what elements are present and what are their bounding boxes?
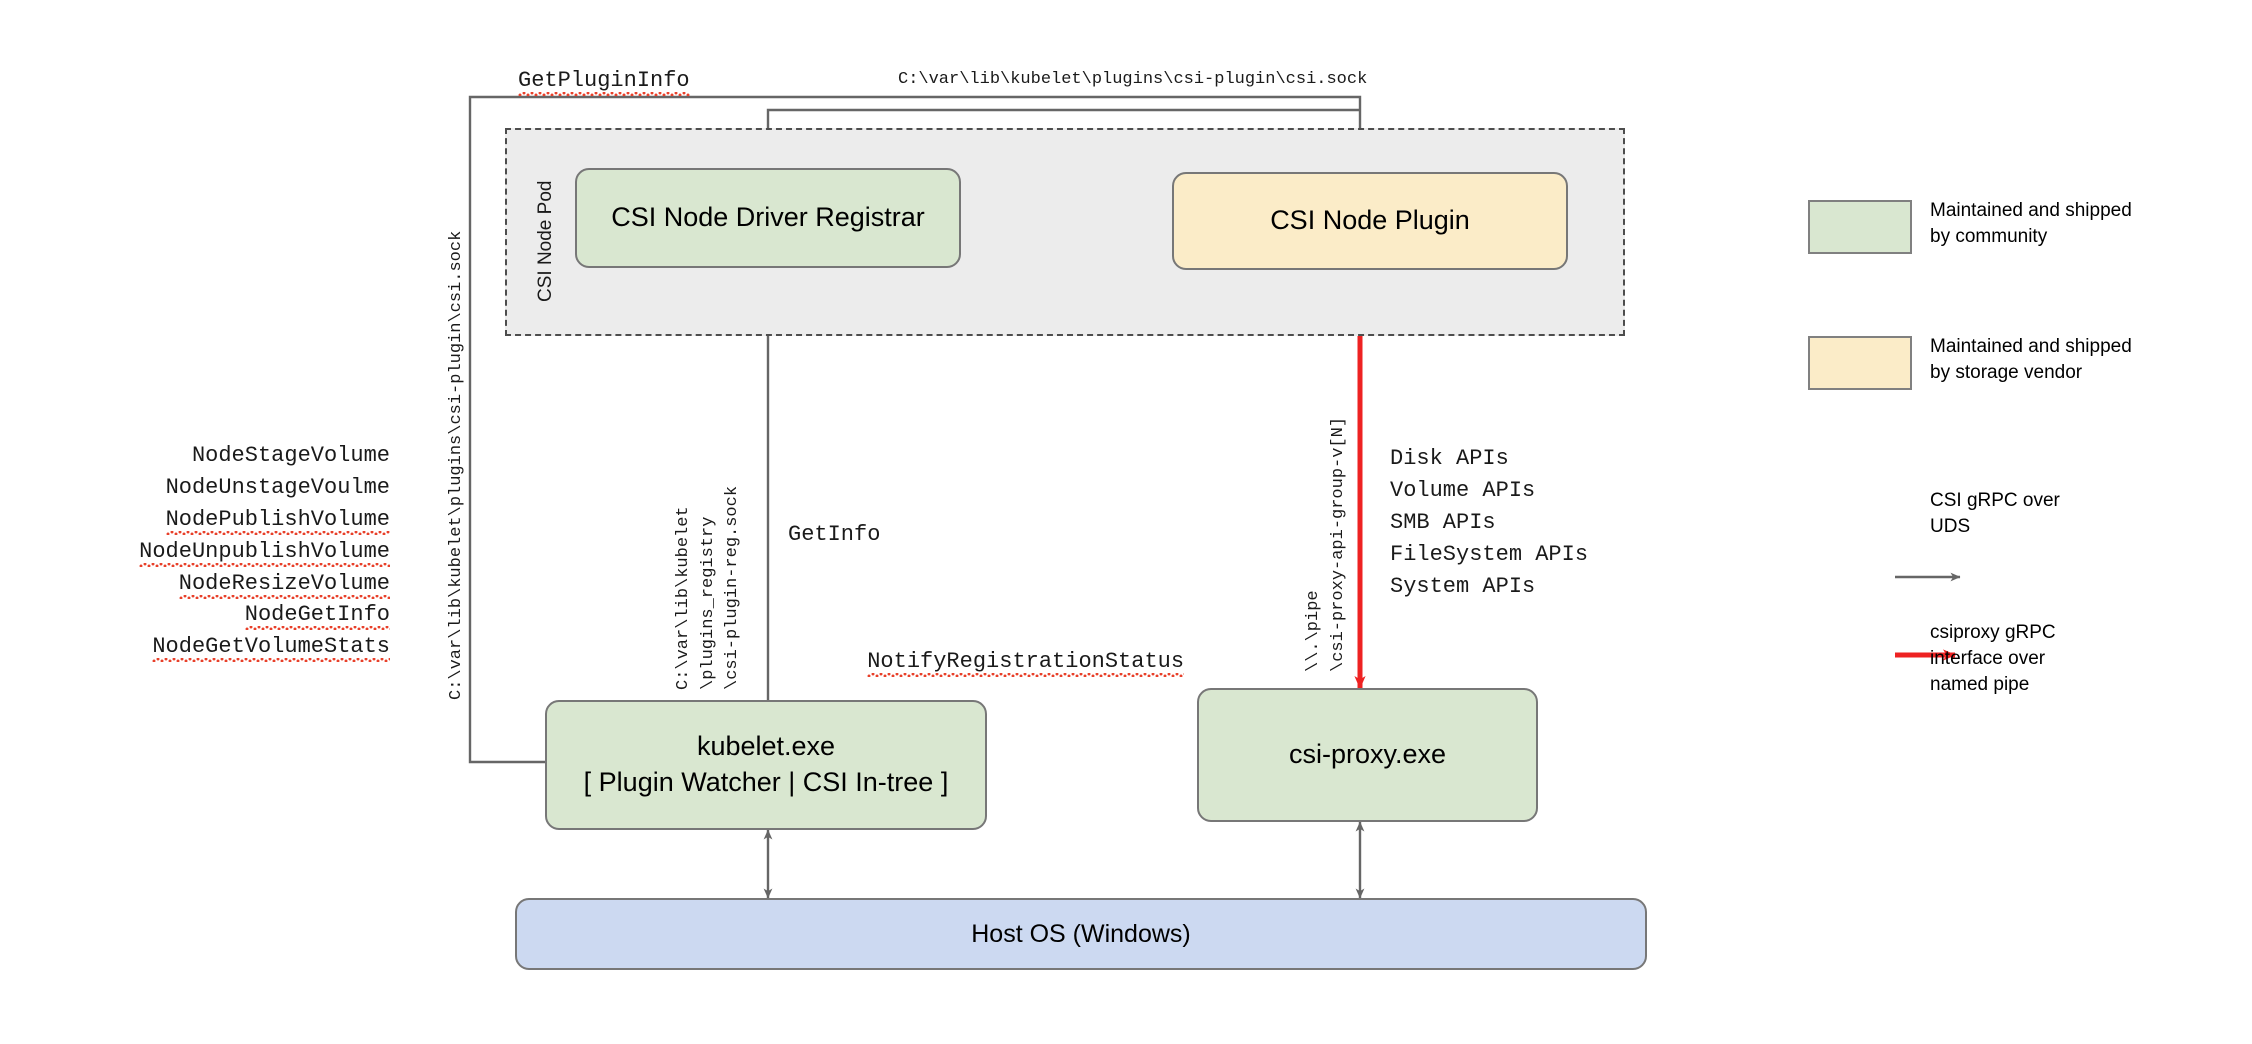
node-service-api-label: NodePublishVolume	[165, 506, 390, 532]
legend-label-csiproxy-named-pipe: csiproxy gRPC interface over named pipe	[1930, 622, 2056, 696]
label-named-pipe-vertical: \\.\pipe \csi-proxy-api-group-v[N]	[1302, 417, 1351, 672]
legend-swatch-storage-vendor	[1808, 336, 1912, 390]
node-service-api-item: NodeResizeVolume	[60, 568, 390, 600]
node-service-api-label: NodeUnstageVoulme	[165, 474, 390, 500]
label-get-plugin-info-text: GetPluginInfo	[518, 68, 690, 93]
node-service-api-item: NodeGetVolumeStats	[60, 631, 390, 663]
node-csi-proxy-exe-label: csi-proxy.exe	[1288, 739, 1447, 770]
node-service-api-item: NodeUnpublishVolume	[60, 536, 390, 568]
csi-node-pod-label: CSI Node Pod	[535, 180, 556, 302]
label-get-plugin-info: GetPluginInfo	[518, 68, 690, 93]
csi-proxy-api-item: Volume APIs	[1390, 477, 1536, 503]
legend-label-storage-vendor: Maintained and shipped by storage vendor	[1930, 336, 2132, 384]
node-kubelet-exe-label-line2: [ Plugin Watcher | CSI In-tree ]	[583, 767, 949, 797]
node-csi-node-plugin[interactable]: CSI Node Plugin	[1172, 172, 1568, 270]
node-csi-proxy-exe[interactable]: csi-proxy.exe	[1197, 688, 1538, 822]
label-registry-sock-line-3: \csi-plugin-reg.sock	[723, 485, 743, 690]
node-service-api-item: NodeStageVolume	[60, 440, 390, 472]
node-kubelet-exe[interactable]: kubelet.exe [ Plugin Watcher | CSI In-tr…	[545, 700, 987, 830]
label-named-pipe-line-2: \csi-proxy-api-group-v[N]	[1328, 416, 1348, 672]
node-service-api-label: NodeUnpublishVolume	[139, 538, 390, 564]
label-get-info: GetInfo	[788, 521, 881, 547]
label-notify-registration-status: NotifyRegistrationStatus	[867, 649, 1185, 675]
node-service-api-item: NodeGetInfo	[60, 599, 390, 631]
node-host-os[interactable]: Host OS (Windows)	[515, 898, 1647, 970]
node-csi-node-plugin-label: CSI Node Plugin	[1270, 205, 1470, 236]
legend-label-community: Maintained and shipped by community	[1930, 200, 2132, 248]
node-csi-node-driver-registrar-label: CSI Node Driver Registrar	[611, 202, 925, 233]
label-csi-sock-path-top: C:\var\lib\kubelet\plugins\csi-plugin\cs…	[898, 70, 1368, 89]
legend-label-csi-grpc-uds: CSI gRPC over UDS	[1930, 490, 2060, 538]
node-csi-node-driver-registrar[interactable]: CSI Node Driver Registrar	[575, 168, 961, 268]
legend-swatch-community	[1808, 200, 1912, 254]
label-registry-sock-line-2: \plugins_registry	[698, 516, 718, 690]
csi-proxy-api-item: Disk APIs	[1390, 446, 1509, 471]
label-named-pipe-line-1: \\.\pipe	[1304, 590, 1323, 672]
label-notify-registration-status-wrap: NotifyRegistrationStatus	[788, 614, 1184, 710]
csi-proxy-api-item: SMB APIs	[1390, 509, 1496, 535]
node-service-api-label: NodeGetVolumeStats	[152, 634, 390, 660]
label-registry-sock-line-1: C:\var\lib\kubelet	[674, 506, 693, 690]
node-service-api-item: NodeUnstageVoulme	[60, 472, 390, 504]
label-registration-rpcs: GetInfo NotifyRegistrationStatus	[788, 455, 1184, 774]
node-host-os-label: Host OS (Windows)	[971, 919, 1191, 948]
node-service-api-item: NodePublishVolume	[60, 504, 390, 536]
node-kubelet-exe-label-line1: kubelet.exe	[696, 731, 836, 762]
node-service-api-label: NodeResizeVolume	[178, 570, 390, 596]
label-registry-sock-vertical: C:\var\lib\kubelet \plugins_registry \cs…	[672, 486, 746, 690]
node-service-api-label: NodeGetInfo	[244, 602, 390, 628]
label-csi-sock-path-vertical: C:\var\lib\kubelet\plugins\csi-plugin\cs…	[447, 230, 466, 700]
csi-proxy-api-item: System APIs	[1390, 573, 1536, 599]
node-service-api-label: NodeStageVolume	[191, 443, 390, 468]
csi-proxy-api-item: FileSystem APIs	[1390, 541, 1589, 567]
